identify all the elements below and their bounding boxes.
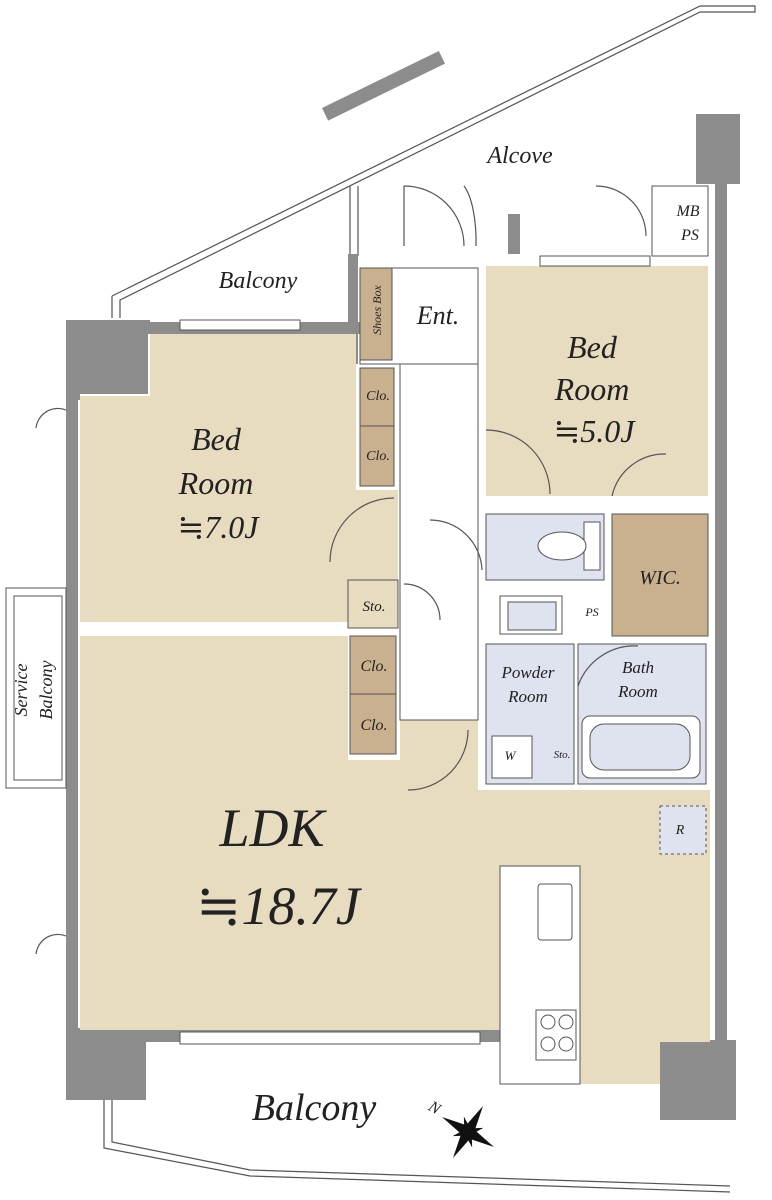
balcony-top-label: Balcony bbox=[219, 268, 298, 294]
compass-icon bbox=[442, 1106, 494, 1158]
doors bbox=[35, 185, 667, 955]
bed2-size: ≒5.0J bbox=[553, 413, 636, 449]
bed2-label-2: Room bbox=[554, 371, 630, 407]
washer-label: W bbox=[505, 748, 517, 763]
bed1-label-1: Bed bbox=[191, 421, 242, 457]
bed1-size: ≒7.0J bbox=[177, 509, 260, 545]
shoes-box-label: Shoes Box bbox=[370, 285, 384, 335]
balcony-bottom-label: Balcony bbox=[252, 1087, 377, 1129]
bottom-balcony bbox=[103, 1031, 731, 1193]
ps-label: PS bbox=[584, 605, 598, 619]
closets bbox=[347, 267, 399, 755]
north-label: N bbox=[425, 1098, 445, 1119]
wic-label: WIC. bbox=[639, 567, 681, 589]
bath-label-1: Bath bbox=[622, 658, 654, 677]
ldk-size: ≒18.7J bbox=[196, 876, 363, 936]
alcove-label: Alcove bbox=[485, 143, 553, 169]
bed2-label-1: Bed bbox=[567, 329, 618, 365]
closet-1-label: Clo. bbox=[366, 389, 390, 404]
refrigerator-label: R bbox=[675, 823, 685, 838]
storage-1-label: Sto. bbox=[363, 599, 386, 615]
top-balcony-outline bbox=[111, 5, 756, 318]
fixtures bbox=[491, 521, 707, 1085]
service-balcony-label-1: Service bbox=[11, 664, 31, 717]
bed1-label-2: Room bbox=[178, 465, 254, 501]
bath-label-2: Room bbox=[617, 682, 658, 701]
service-balcony bbox=[5, 587, 67, 789]
powder-label-2: Room bbox=[507, 687, 548, 706]
closet-3-label: Clo. bbox=[360, 658, 387, 675]
entrance-label: Ent. bbox=[416, 301, 460, 330]
service-balcony-label-2: Balcony bbox=[36, 661, 56, 720]
powder-label-1: Powder bbox=[501, 663, 555, 682]
storage-2-label: Sto. bbox=[554, 749, 571, 761]
windows bbox=[179, 185, 709, 331]
ps-top-label: PS bbox=[680, 227, 699, 244]
closet-4-label: Clo. bbox=[360, 717, 387, 734]
walls bbox=[66, 114, 740, 1120]
closet-2-label: Clo. bbox=[366, 449, 390, 464]
mb-label: MB bbox=[675, 203, 699, 220]
ldk-label: LDK bbox=[218, 798, 327, 858]
